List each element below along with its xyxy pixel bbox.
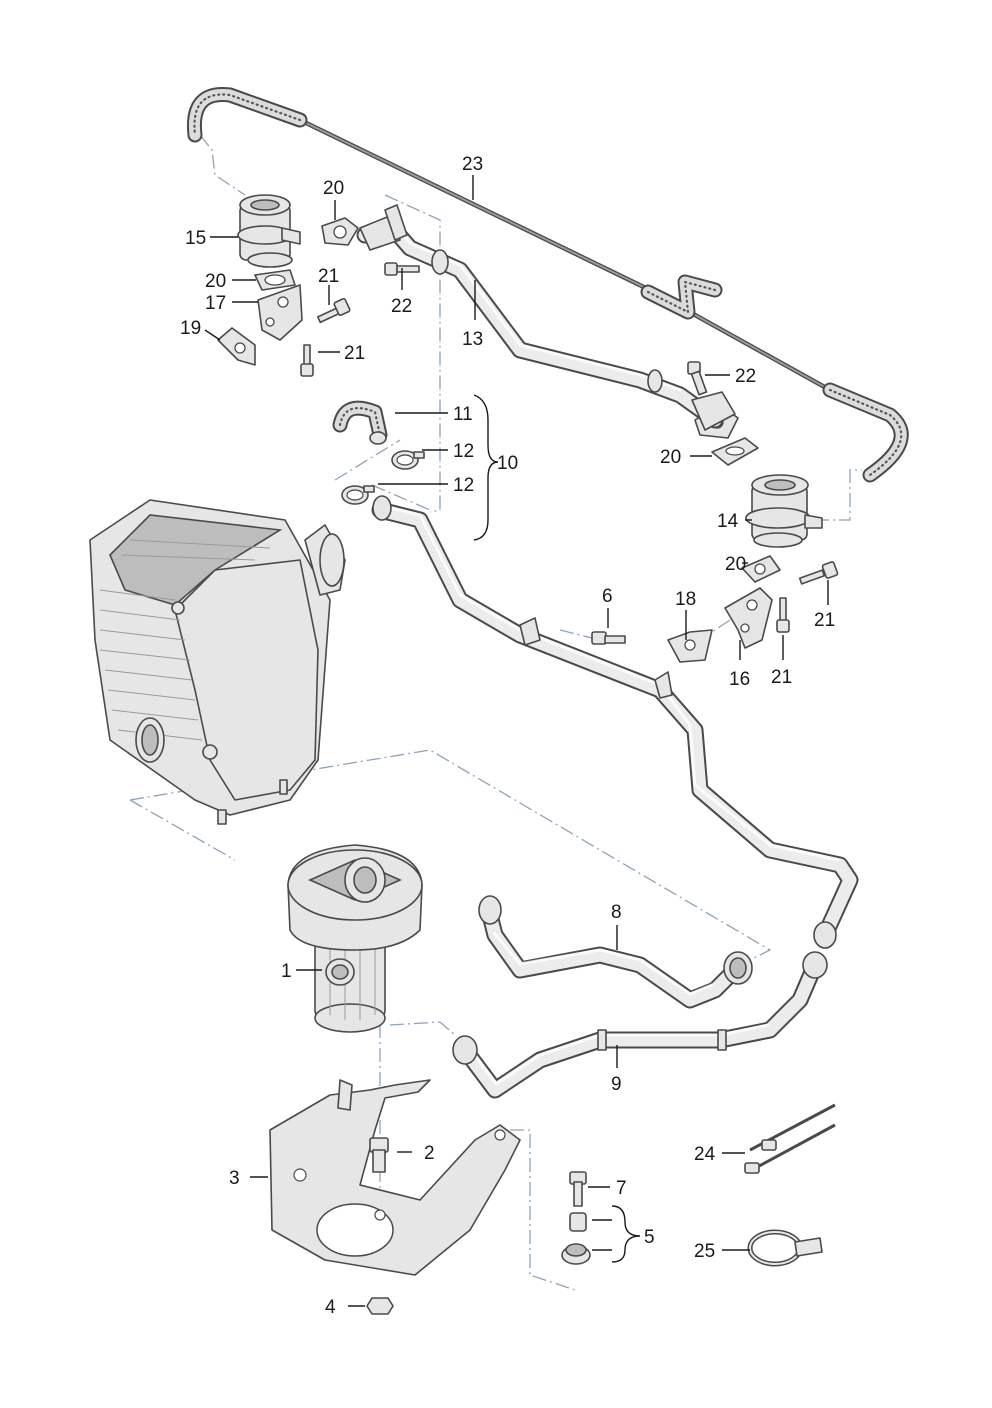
label-19: 19: [180, 318, 201, 339]
gasket-20-upper-b: [254, 269, 296, 291]
label-20a: 20: [323, 178, 344, 199]
label-20c: 20: [660, 447, 681, 468]
hose-8: [478, 895, 753, 1009]
gasket-20-upper-a: [321, 217, 359, 246]
label-21a: 21: [318, 266, 339, 287]
label-15: 15: [185, 228, 206, 249]
bracket-17: [257, 284, 303, 341]
label-11: 11: [453, 404, 473, 425]
bolt-21-right-a: [798, 561, 839, 585]
label-3: 3: [229, 1168, 240, 1189]
label-2: 2: [424, 1143, 435, 1164]
label-22b: 22: [735, 366, 756, 387]
label-21d: 21: [771, 667, 792, 688]
label-4: 4: [325, 1297, 336, 1318]
pipe-13: [356, 204, 736, 431]
bolt-22-right: [687, 361, 708, 396]
cable-ties-24: [744, 1103, 836, 1174]
label-23: 23: [462, 154, 483, 175]
gasket-18: [667, 629, 713, 663]
gasket-20-lower-right: [741, 555, 781, 583]
label-1: 1: [281, 961, 292, 982]
label-8: 8: [611, 902, 622, 923]
pipe-10: [371, 495, 859, 949]
grommet-5-large: [561, 1243, 591, 1265]
breather-line-23: [186, 87, 909, 483]
label-12b: 12: [453, 475, 474, 496]
leader-lines: [204, 175, 829, 1307]
label-20b: 20: [205, 271, 226, 292]
combination-valve-15: [237, 194, 301, 268]
gasket-20-right-b: [711, 437, 759, 466]
label-16: 16: [729, 669, 750, 690]
combination-valve-14: [745, 474, 823, 548]
hose-9: [452, 951, 828, 1099]
hose-clamp-25: [747, 1229, 823, 1267]
label-17: 17: [205, 293, 226, 314]
label-12a: 12: [453, 441, 474, 462]
bolt-22-upper: [384, 262, 420, 276]
bolt-7: [569, 1171, 587, 1207]
label-21c: 21: [814, 610, 835, 631]
label-6: 6: [602, 586, 613, 607]
label-24: 24: [694, 1144, 716, 1165]
bracket-3: [269, 1079, 521, 1276]
label-5: 5: [644, 1227, 655, 1248]
bolt-21-upper: [316, 297, 351, 324]
label-22a: 22: [391, 296, 412, 317]
gasket-19: [217, 327, 256, 366]
part-labels: 1 2 3 4 5 6 7 8 9 10 11 12 12 13 14 15 1…: [180, 154, 835, 1318]
bolt-21-lower: [300, 344, 314, 377]
secondary-air-pump-1: [287, 844, 423, 1033]
grommet-5-small: [569, 1212, 587, 1232]
clamp-12-b: [341, 485, 375, 505]
clamp-12-a: [391, 450, 425, 470]
hose-11: [332, 400, 388, 445]
label-7: 7: [616, 1178, 627, 1199]
air-filter-housing: [89, 499, 346, 825]
bolt-2: [369, 1137, 389, 1173]
bolt-21-right-b: [776, 597, 790, 633]
label-14: 14: [717, 511, 739, 532]
label-9: 9: [611, 1074, 622, 1095]
label-13: 13: [462, 329, 483, 350]
bracket-16: [724, 587, 773, 649]
label-18: 18: [675, 589, 696, 610]
nut-4: [366, 1297, 394, 1315]
fitting-6: [591, 631, 626, 645]
label-25: 25: [694, 1241, 715, 1262]
label-10: 10: [497, 453, 518, 474]
label-21b: 21: [344, 343, 365, 364]
label-20d: 20: [725, 554, 746, 575]
